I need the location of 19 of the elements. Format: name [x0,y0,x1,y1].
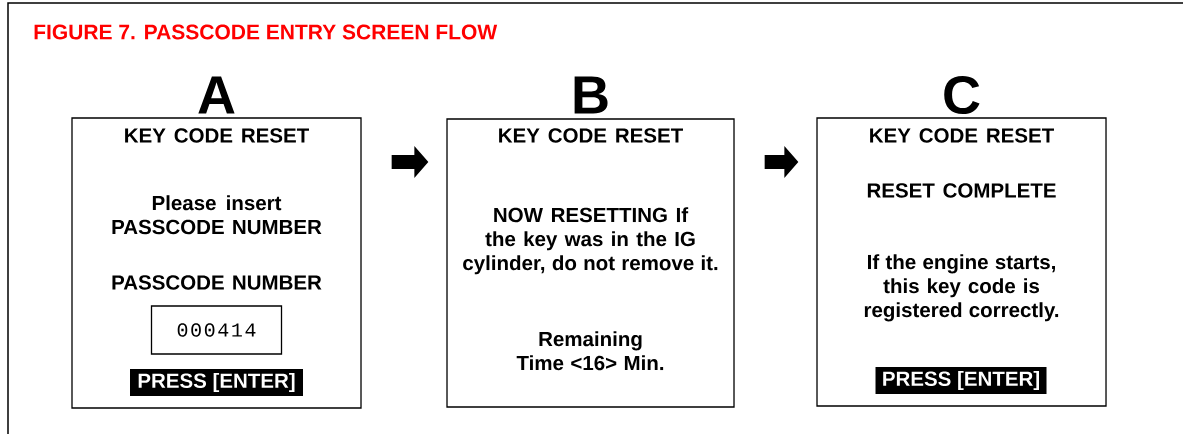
screen-box [71,76,362,409]
enter-button: PRESS [ENTER] [130,369,303,396]
screen-letter: A [198,76,235,114]
screen-box [446,76,735,408]
screen-letter: B [574,76,608,114]
figure-title: FIGURE 7. PASSCODE ENTRY SCREEN FLOW [34,24,498,40]
message-text: RESET COMPLETE [867,183,1056,198]
message-text: NOW RESETTING If the key was in the IG cylinder, do not remove it. [463,207,718,275]
message-text: If the engine starts, this key code is registered correctly. [864,254,1059,322]
screen-letter: C [944,75,980,115]
screen-heading: KEY CODE RESET [125,128,309,143]
screen-heading: KEY CODE RESET [870,128,1054,143]
enter-button: PRESS [ENTER] [875,367,1047,394]
passcode-field: 000414 [150,305,283,355]
message-text: PASSCODE NUMBER [112,275,322,290]
screen-box [816,75,1107,407]
message-text: Please insert PASSCODE NUMBER [112,195,322,235]
message-text: Remaining Time <16> Min. [516,331,664,371]
screen-heading: KEY CODE RESET [499,128,683,143]
